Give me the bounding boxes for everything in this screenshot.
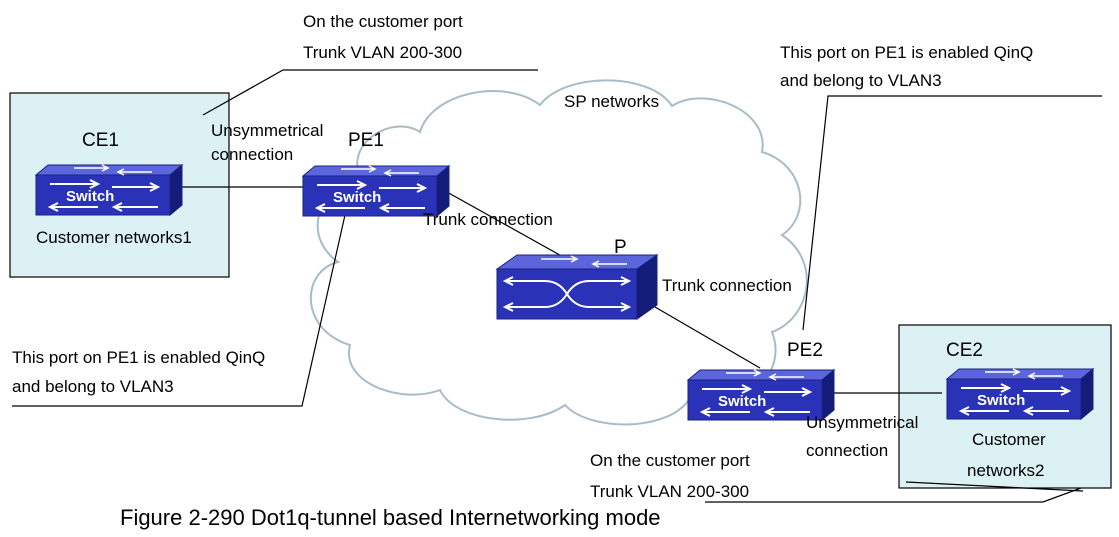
p-core-switch[interactable] (496, 254, 658, 320)
ce2-switch[interactable]: Switch (946, 368, 1094, 420)
pe2-switch[interactable]: Switch (687, 369, 835, 421)
connection-lines (12, 69, 1102, 503)
ce2-network-label-line2: networks2 (967, 461, 1044, 480)
ce1-unsym-label-line1: Unsymmetrical (211, 121, 323, 140)
top-callout-line2: Trunk VLAN 200-300 (303, 43, 462, 62)
ce1-network-label: Customer networks1 (36, 228, 192, 247)
left-callout-line2: and belong to VLAN3 (12, 377, 174, 396)
right-callout-line1: This port on PE1 is enabled QinQ (780, 43, 1033, 62)
figure-caption: Figure 2-290 Dot1q-tunnel based Internet… (120, 505, 661, 530)
sp-networks-label: SP networks (564, 92, 659, 111)
ce1-name: CE1 (82, 130, 119, 151)
pe1-p-trunk-label: Trunk connection (423, 210, 553, 229)
pe1-switch[interactable]: Switch (302, 165, 450, 217)
top-callout-line1: On the customer port (303, 12, 463, 31)
ce2-unsym-label-line1: Unsymmetrical (806, 413, 918, 432)
ce1-switch-label: Switch (66, 188, 114, 205)
p-pe2-trunk-label: Trunk connection (662, 276, 792, 295)
ce2-switch-label: Switch (977, 392, 1025, 409)
pe2-switch-label: Switch (718, 393, 766, 410)
ce2-name: CE2 (946, 340, 983, 361)
pe1-name: PE1 (348, 130, 384, 151)
ce2-network-label-line1: Customer (972, 430, 1046, 449)
pe1-switch-label: Switch (333, 189, 381, 206)
left-callout-line1: This port on PE1 is enabled QinQ (12, 348, 265, 367)
ce1-switch[interactable]: Switch (35, 164, 183, 216)
pe2-name: PE2 (787, 340, 823, 361)
p-name: P (614, 237, 627, 258)
right-callout-line2: and belong to VLAN3 (780, 71, 942, 90)
ce1-unsym-label-line2: connection (211, 145, 293, 164)
ce2-unsym-label-line2: connection (806, 441, 888, 460)
bottom-callout-line2: Trunk VLAN 200-300 (590, 482, 749, 501)
bottom-callout-line1: On the customer port (590, 451, 750, 470)
